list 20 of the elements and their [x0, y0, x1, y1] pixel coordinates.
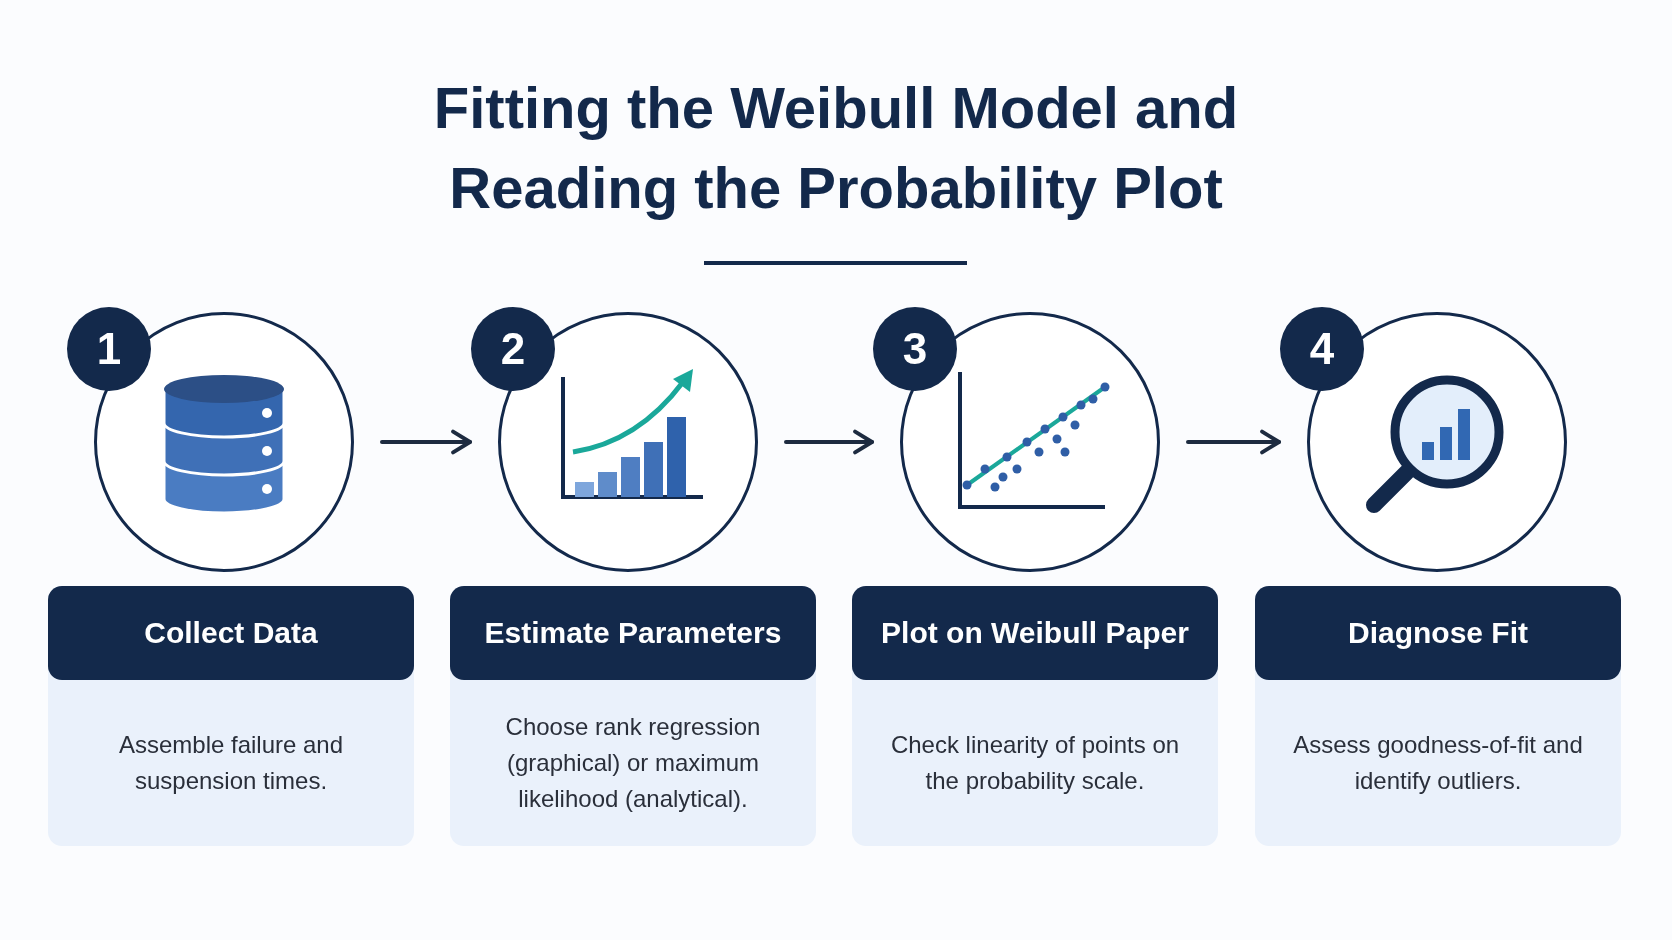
arrow — [380, 429, 472, 455]
step-description: Assess goodness-of-fit and identify outliers. — [1292, 730, 1584, 796]
step-card — [450, 586, 816, 846]
step-card — [48, 586, 414, 846]
step-number-badge: 3 — [873, 307, 957, 391]
step-card — [852, 586, 1218, 846]
step-description: Assemble failure and suspension times. — [117, 730, 345, 796]
step-title: Collect Data — [48, 586, 414, 680]
step-number-badge: 2 — [471, 307, 555, 391]
step-title: Estimate Parameters — [450, 586, 816, 680]
step-description: Check linearity of points on the probability scale. — [889, 730, 1181, 796]
arrow — [784, 429, 874, 455]
arrow — [1186, 429, 1281, 455]
step-number-badge: 4 — [1280, 307, 1364, 391]
title: Fitting the Weibull Model and Reading the Probability Plot — [432, 74, 1240, 222]
step-card — [1255, 586, 1621, 846]
step-number-badge: 1 — [67, 307, 151, 391]
step-description: Choose rank regression (graphical) or maximum likelihood (analytical). — [504, 712, 762, 814]
step-title: Plot on Weibull Paper — [852, 586, 1218, 680]
step-title: Diagnose Fit — [1255, 586, 1621, 680]
